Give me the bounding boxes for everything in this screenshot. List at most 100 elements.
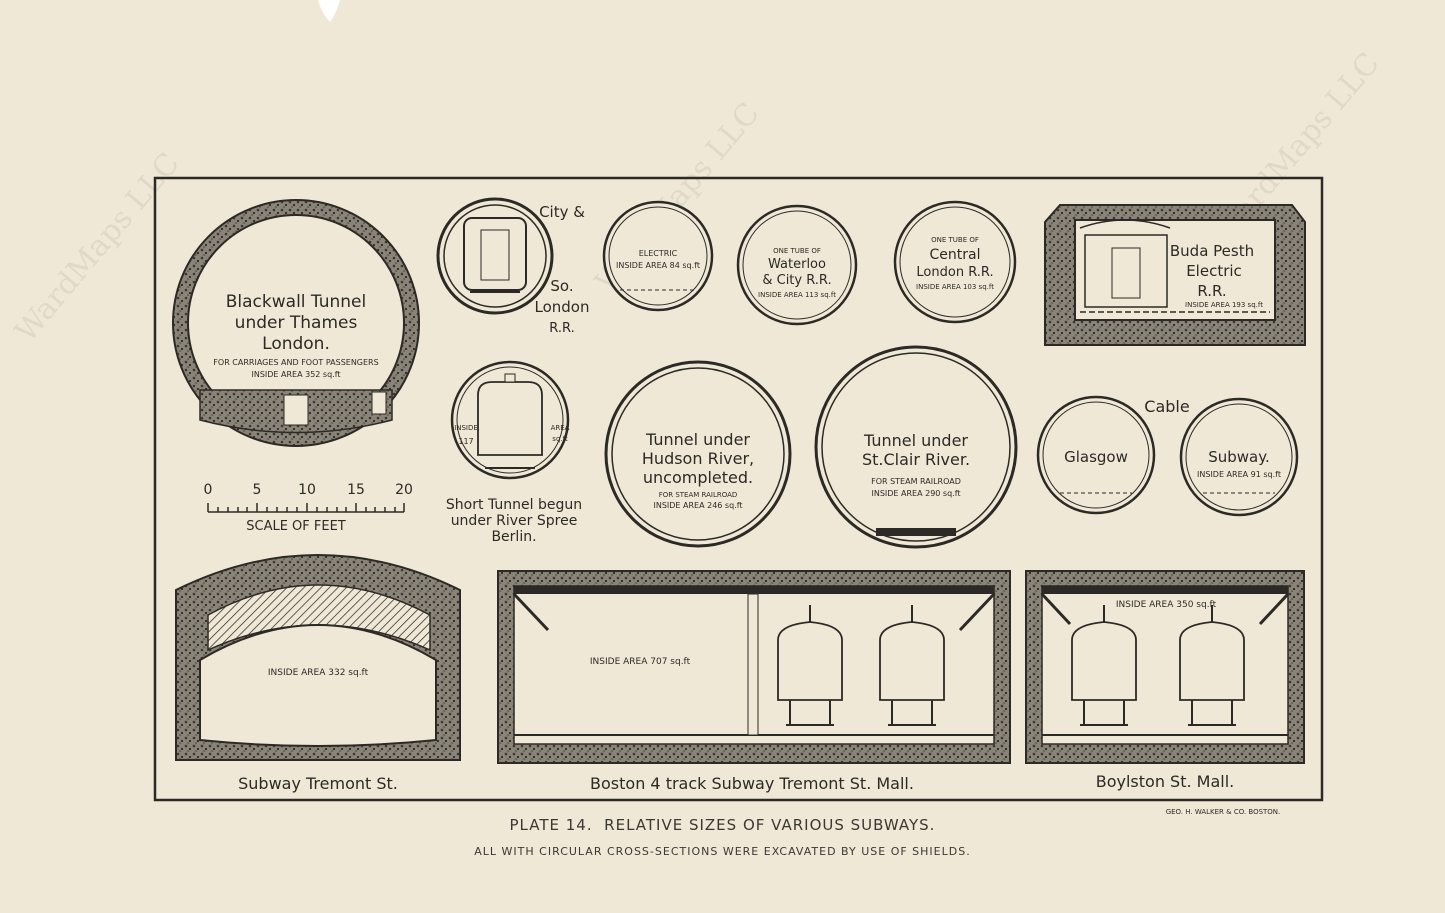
tremont-label: Subway Tremont St. — [238, 774, 398, 793]
blackwall-tunnel-section: Blackwall Tunnel under Thames London. FO… — [172, 199, 420, 447]
waterloo-label-1: ONE TUBE OF — [773, 247, 821, 255]
central-area: INSIDE AREA 103 sq.ft — [916, 283, 994, 291]
boston-4track-section: INSIDE AREA 707 sq.ft Boston 4 track Sub… — [497, 570, 1011, 793]
tremont-subway-section: INSIDE AREA 332 sq.ft Subway Tremont St. — [175, 554, 461, 793]
hudson-tube — [604, 360, 792, 548]
plate-border — [153, 176, 1324, 802]
plate-title-text: RELATIVE SIZES OF VARIOUS SUBWAYS. — [604, 816, 936, 834]
city-south-london-section: City & So. London R.R. — [436, 197, 590, 336]
central-label-1: ONE TUBE OF — [931, 236, 979, 244]
spree-sqft: sq.ft — [552, 435, 568, 443]
glasgow-label: Glasgow — [1064, 448, 1128, 466]
city-electric-area: INSIDE AREA 84 sq.ft — [616, 261, 700, 270]
scale-tick-label: 20 — [395, 482, 413, 498]
boylston-car-1 — [1071, 621, 1137, 701]
hudson-label-2: Hudson River, — [642, 449, 754, 468]
st-clair-track — [876, 528, 956, 536]
buda-pesth-car — [1084, 234, 1168, 308]
scale-tick-label: 0 — [204, 482, 213, 498]
waterloo-city-section: ONE TUBE OF Waterloo & City R.R. INSIDE … — [736, 204, 858, 326]
boylston-label: Boylston St. Mall. — [1096, 772, 1235, 791]
scale-tick-label: 10 — [298, 482, 316, 498]
glasgow-tube-right — [1179, 397, 1299, 517]
boylston-bracket — [1040, 592, 1072, 626]
plate-number: PLATE 14. — [509, 816, 593, 834]
spree-inside: INSIDE — [454, 424, 478, 432]
st-clair-note: FOR STEAM RAILROAD — [871, 477, 961, 486]
paper-notch — [318, 0, 340, 22]
hudson-note: FOR STEAM RAILROAD — [659, 491, 738, 499]
city-electric-lining — [608, 206, 708, 306]
boston4-bracket — [958, 592, 996, 632]
boston4-label: Boston 4 track Subway Tremont St. Mall. — [590, 774, 914, 793]
boylston-trucks — [1080, 700, 1236, 726]
waterloo-label-3: & City R.R. — [762, 273, 831, 288]
spree-car — [477, 381, 543, 456]
waterloo-area: INSIDE AREA 113 sq.ft — [758, 291, 836, 299]
glasgow-cable-label: Cable — [1144, 397, 1189, 416]
central-tube — [893, 200, 1017, 324]
city-electric-tube — [602, 200, 714, 312]
glasgow-subway-label: Subway. — [1208, 448, 1270, 466]
st-clair-area: INSIDE AREA 290 sq.ft — [871, 489, 960, 498]
city-london-label-3: London — [535, 298, 590, 316]
hudson-label-1: Tunnel under — [645, 430, 750, 449]
waterloo-lining — [742, 210, 852, 320]
boston4-column — [747, 593, 759, 736]
buda-pesth-label-3: R.R. — [1197, 282, 1226, 300]
boylston-bracket — [1258, 592, 1290, 626]
st-clair-label-2: St.Clair River. — [862, 450, 970, 469]
glasgow-lining-right — [1185, 403, 1293, 511]
boston4-trucks — [786, 700, 936, 726]
spree-label-1: Short Tunnel begun — [446, 497, 582, 513]
tremont-area: INSIDE AREA 332 sq.ft — [268, 668, 369, 678]
boylston-mall-section: INSIDE AREA 350 sq.ft Boylston St. Mall. — [1025, 570, 1305, 791]
buda-pesth-label-1: Buda Pesth — [1170, 242, 1254, 260]
city-london-car — [463, 217, 527, 291]
spree-label-2: under River Spree — [451, 513, 578, 529]
st-clair-tube — [814, 345, 1018, 549]
spree-tunnel-section: INSIDE 117 AREA sq.ft Short Tunnel begun… — [446, 360, 582, 545]
spree-label-3: Berlin. — [491, 529, 536, 545]
glasgow-subway-section: Cable Glasgow Subway. INSIDE AREA 91 sq.… — [1036, 395, 1299, 517]
scale-tick-label: 5 — [253, 482, 262, 498]
blackwall-title-3: London. — [262, 334, 330, 354]
scale-of-feet: 0 5 10 15 20 SCALE OF FEET — [204, 482, 413, 534]
city-electric-section: ELECTRIC INSIDE AREA 84 sq.ft — [602, 200, 714, 312]
blackwall-sidewalk-post — [371, 391, 387, 415]
publisher-credit: GEO. H. WALKER & CO. BOSTON. — [1166, 808, 1281, 816]
city-london-label-1: City & — [539, 203, 585, 221]
hudson-label-3: uncompleted. — [643, 468, 753, 487]
city-electric-label: ELECTRIC — [639, 249, 678, 258]
buda-pesth-section: Buda Pesth Electric R.R. INSIDE AREA 193… — [1044, 204, 1306, 346]
scale-label: SCALE OF FEET — [246, 519, 346, 534]
waterloo-label-2: Waterloo — [768, 257, 826, 272]
buda-pesth-area: INSIDE AREA 193 sq.ft — [1185, 301, 1263, 309]
plate-subtitle: ALL WITH CIRCULAR CROSS-SECTIONS WERE EX… — [474, 845, 971, 858]
buda-pesth-car-roof — [1079, 219, 1171, 229]
waterloo-tube — [736, 204, 858, 326]
buda-pesth-car-door — [1111, 247, 1141, 299]
plate-title: PLATE 14. RELATIVE SIZES OF VARIOUS SUBW… — [0, 816, 1445, 834]
hudson-lining — [611, 367, 785, 541]
glasgow-tube-left — [1036, 395, 1156, 515]
tremont-bore — [199, 624, 437, 747]
scale-bar — [207, 503, 405, 513]
scale-tick-label: 15 — [347, 482, 365, 498]
boylston-trolley-poles — [1103, 605, 1213, 622]
hudson-river-section: Tunnel under Hudson River, uncompleted. … — [604, 360, 792, 548]
city-london-tube-lining — [443, 204, 547, 308]
boston4-roof-beam — [514, 586, 994, 594]
spree-lining — [456, 366, 564, 474]
central-lining — [899, 206, 1011, 318]
spree-num: 117 — [458, 437, 473, 446]
spree-area: AREA — [551, 424, 570, 432]
buda-pesth-label-2: Electric — [1186, 262, 1242, 280]
boston4-area: INSIDE AREA 707 sq.ft — [590, 657, 691, 667]
boylston-roof-beam — [1042, 586, 1288, 594]
boston4-bracket — [512, 592, 550, 632]
boston4-car-2 — [879, 621, 945, 701]
central-label-2: Central — [930, 247, 981, 263]
boylston-area: INSIDE AREA 350 sq.ft — [1116, 600, 1217, 610]
st-clair-section: Tunnel under St.Clair River. FOR STEAM R… — [814, 345, 1018, 549]
